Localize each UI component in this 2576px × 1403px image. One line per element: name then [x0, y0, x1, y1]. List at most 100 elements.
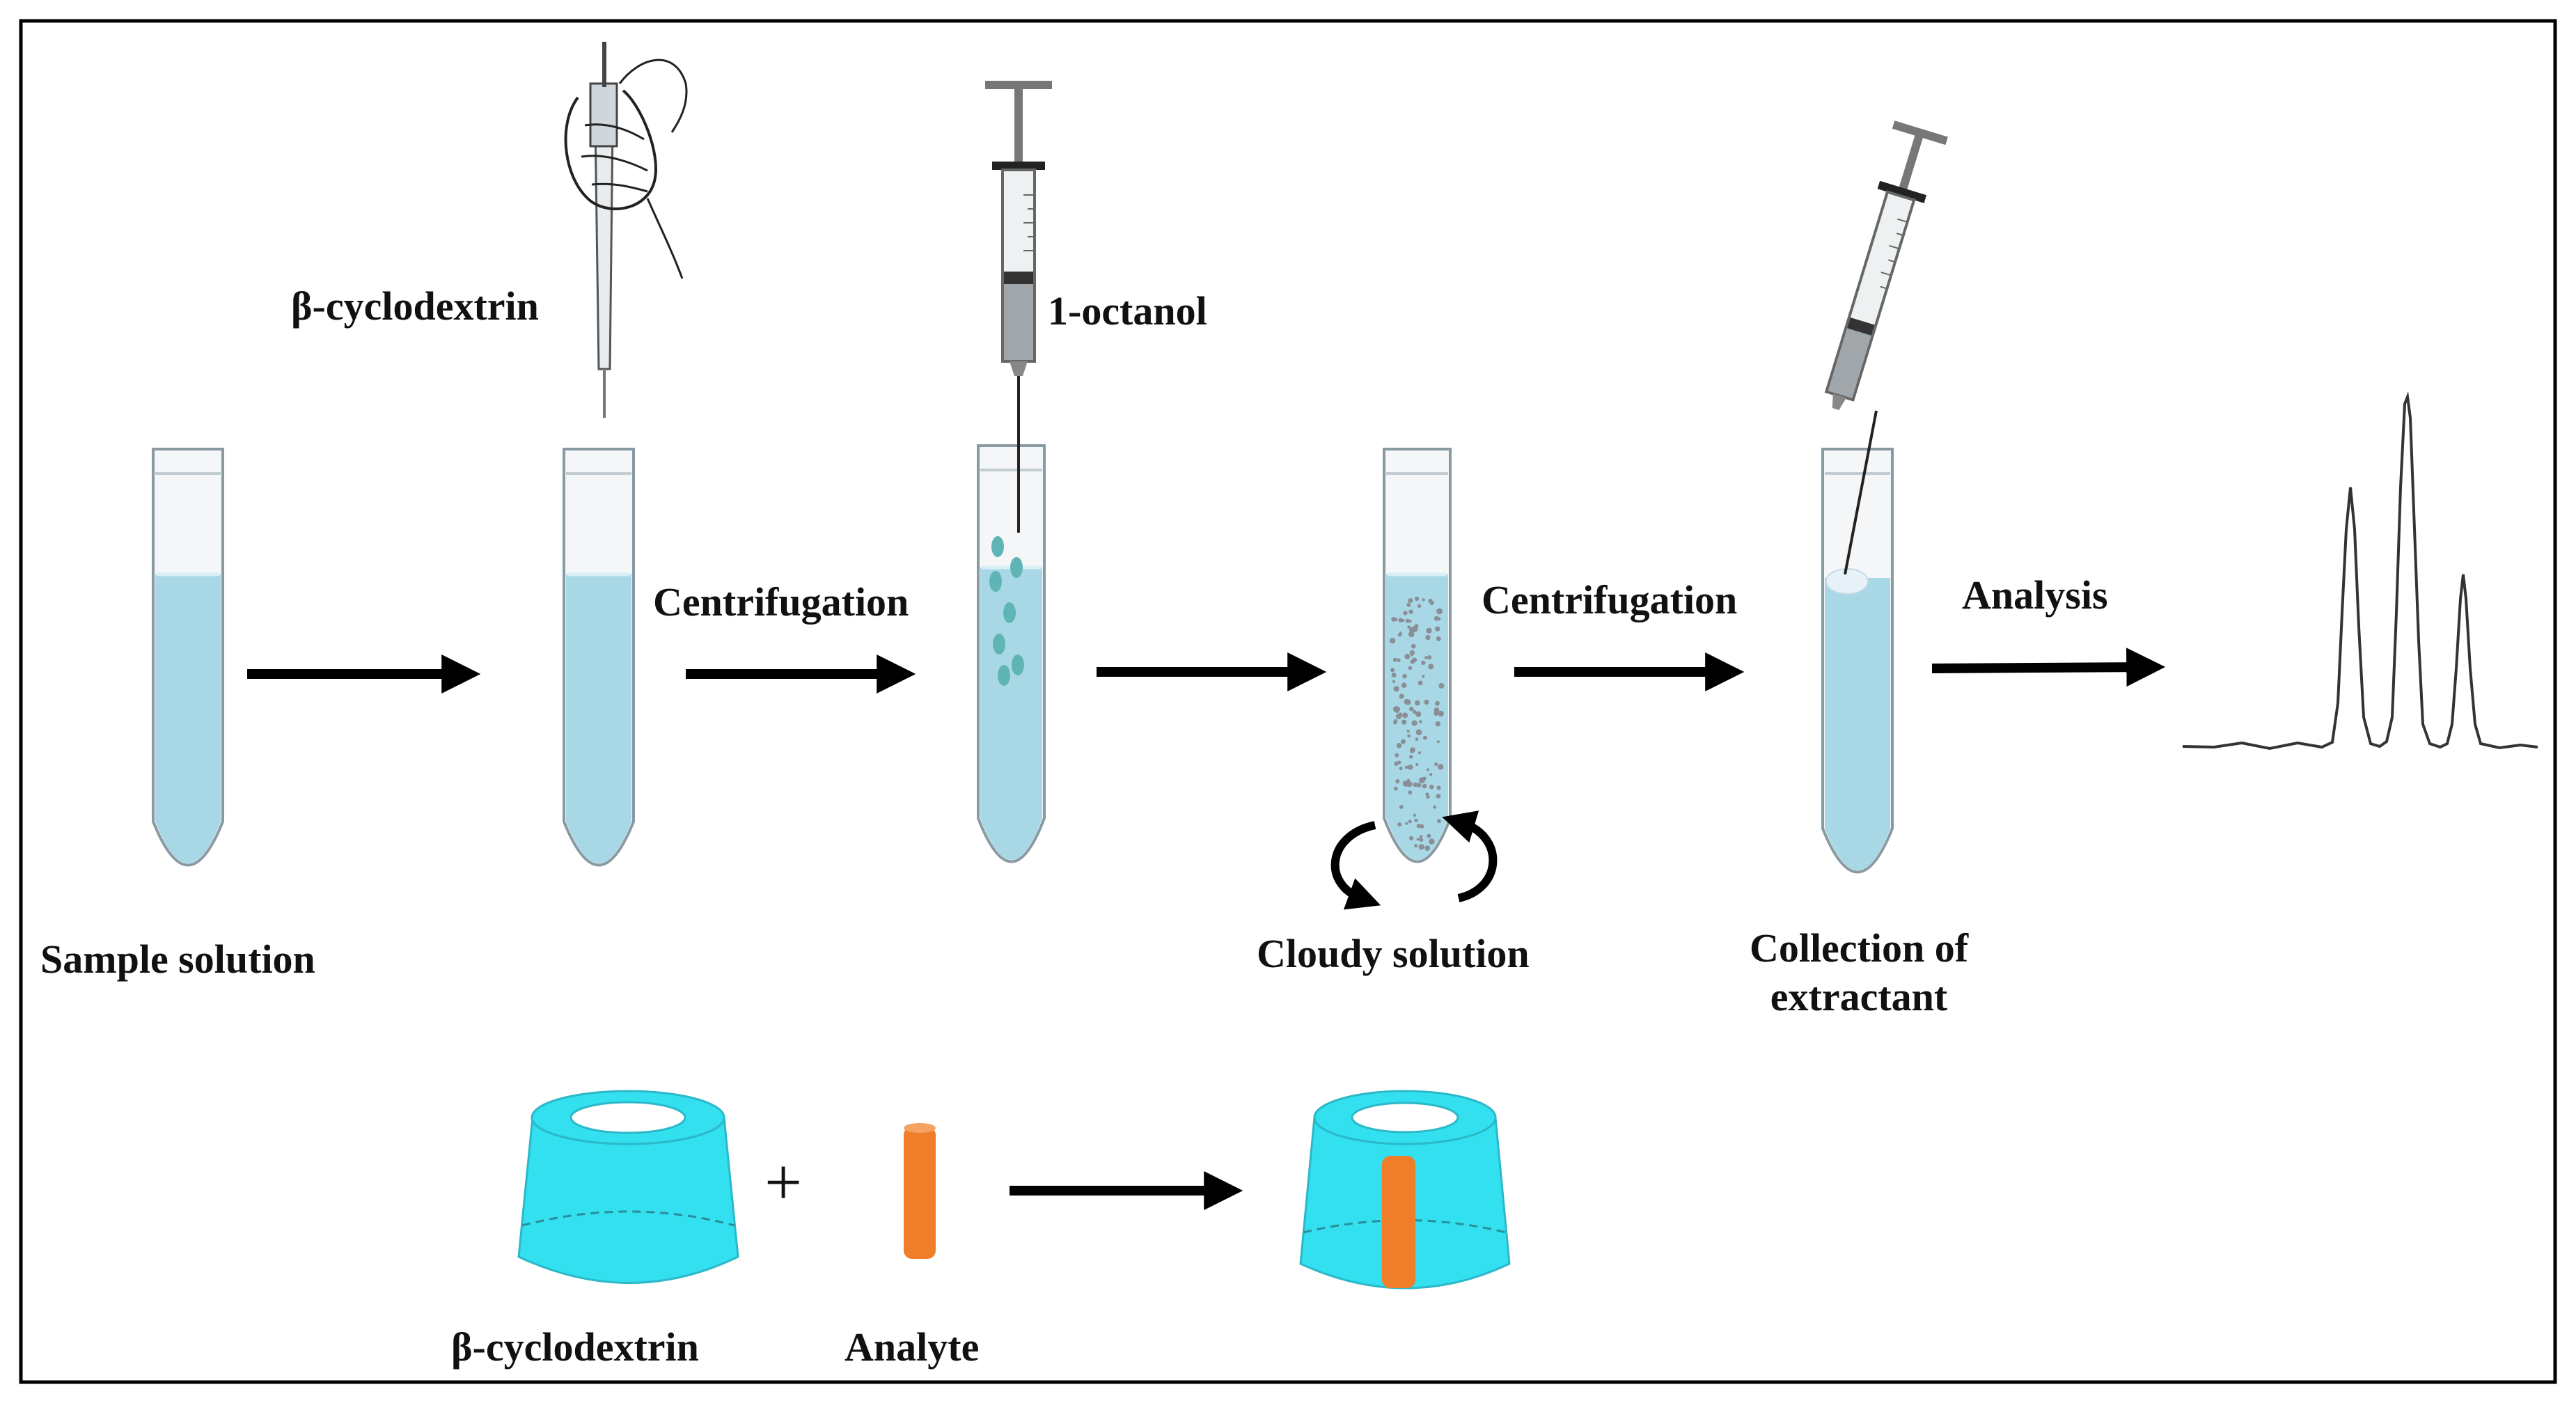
cloudy-particle — [1393, 686, 1399, 692]
cloudy-particle — [1428, 664, 1434, 670]
cloudy-particle — [1401, 719, 1407, 725]
cloudy-particle — [1393, 786, 1398, 791]
cloudy-particle — [1411, 643, 1416, 649]
cloudy-particle — [1427, 833, 1431, 838]
cloudy-particle — [1402, 712, 1408, 719]
cloudy-particle — [1416, 824, 1421, 829]
cloudy-particle — [1409, 755, 1413, 759]
label-beta-cyclodextrin-top: β-cyclodextrin — [291, 283, 539, 329]
cloudy-particle — [1429, 600, 1434, 606]
cloudy-particle — [1406, 602, 1411, 607]
cloudy-particle — [1415, 737, 1419, 742]
cloudy-particle — [1405, 822, 1408, 825]
cloudy-particle — [1420, 824, 1424, 829]
cloudy-particle — [1414, 844, 1418, 848]
cloudy-particle — [1435, 626, 1440, 632]
cloudy-particle — [1414, 624, 1419, 629]
label-analyte: Analyte — [845, 1324, 980, 1370]
cloudy-particle — [1397, 822, 1402, 827]
cloudy-particle — [1422, 598, 1425, 602]
cloudy-particle — [1422, 783, 1427, 789]
cloudy-particle — [1436, 740, 1440, 744]
tube-collection-extractant — [1821, 448, 1894, 874]
cloudy-particle — [1425, 792, 1429, 797]
cloudy-particle — [1395, 753, 1399, 758]
label-sample-solution: Sample solution — [40, 936, 315, 982]
cloudy-particle — [1429, 773, 1433, 776]
figure-border — [19, 19, 2557, 1384]
cloudy-particle — [1390, 668, 1395, 673]
cloudy-particle — [1435, 721, 1440, 727]
cloudy-particle — [1435, 700, 1440, 706]
label-collection: Collection of extractant — [1720, 924, 1998, 1021]
cloudy-particle — [1429, 838, 1435, 845]
cloudy-particle — [1408, 620, 1412, 623]
label-collection-line1: Collection of — [1749, 925, 1969, 971]
cloudy-particle — [1438, 710, 1444, 717]
cloudy-particle — [1437, 617, 1441, 621]
cloudy-particle — [1408, 790, 1413, 795]
cloudy-particle — [1395, 779, 1400, 784]
analyte-icon — [904, 1123, 936, 1259]
arrow-step-5 — [1931, 648, 2166, 687]
cloudy-particle — [1401, 739, 1406, 744]
cloudy-particle — [1438, 764, 1444, 770]
cloudy-particle — [1408, 820, 1412, 824]
label-collection-line2: extractant — [1770, 973, 1948, 1019]
cloudy-particle — [1399, 693, 1404, 699]
tube-cloudy-solution — [1383, 448, 1452, 863]
cloudy-particle — [1424, 699, 1429, 705]
cloudy-particle — [1397, 658, 1401, 663]
cloudy-particle — [1408, 631, 1415, 638]
pipette-with-hand-icon — [564, 42, 688, 418]
cloudy-particle — [1414, 818, 1418, 822]
cloudy-particle — [1424, 845, 1431, 851]
cloudy-particle — [1419, 835, 1423, 838]
cloudy-particle — [1427, 655, 1432, 659]
cloudy-particle — [1412, 721, 1417, 726]
tube-after-cyclodextrin — [563, 448, 635, 867]
cloudy-particle — [1399, 805, 1404, 809]
tube-sample-solution — [152, 448, 224, 867]
cloudy-particle — [1436, 636, 1441, 641]
cloudy-particle — [1423, 735, 1427, 740]
cyclodextrin-cone-icon — [517, 1090, 739, 1284]
cloudy-particle — [1416, 783, 1422, 787]
label-centrifugation-1: Centrifugation — [653, 579, 909, 625]
cloudy-particle — [1417, 680, 1423, 686]
cloudy-particle — [1398, 712, 1403, 717]
cloudy-particle — [1419, 720, 1422, 723]
cloudy-particle — [1391, 673, 1397, 677]
cloudy-particle — [1412, 710, 1417, 714]
rotation-arrows-icon — [1330, 810, 1498, 910]
cloudy-particle — [1404, 653, 1411, 659]
cloudy-particle — [1416, 838, 1420, 841]
cloudy-particle — [1415, 596, 1420, 602]
cloudy-particle — [1434, 712, 1438, 716]
cloudy-particle — [1408, 666, 1413, 671]
cloudy-particle — [1417, 751, 1421, 755]
cloudy-particle — [1425, 634, 1431, 641]
cloudy-particle — [1397, 633, 1402, 637]
plus-sign: + — [764, 1145, 803, 1219]
cloudy-particle — [1436, 794, 1441, 799]
cloudy-particle — [1406, 729, 1410, 733]
extractant-droplet — [1825, 568, 1869, 595]
cloudy-particle — [1410, 659, 1415, 664]
cloudy-particle — [1392, 680, 1396, 684]
cloudy-particle — [1415, 729, 1422, 736]
cloudy-particle — [1397, 760, 1401, 765]
cloudy-particle — [1393, 706, 1399, 712]
label-cloudy-solution: Cloudy solution — [1257, 931, 1530, 976]
label-centrifugation-2: Centrifugation — [1482, 577, 1738, 622]
cloudy-particle — [1433, 805, 1437, 809]
label-analysis: Analysis — [1962, 572, 2108, 618]
syringe-needle — [1844, 410, 1878, 575]
cloudy-particle — [1415, 762, 1419, 767]
cloudy-particle — [1413, 813, 1417, 817]
inclusion-complex-icon — [1299, 1090, 1511, 1290]
cloudy-particle — [1434, 762, 1438, 767]
cloudy-particle — [1401, 618, 1405, 622]
cloudy-particle — [1434, 707, 1440, 713]
cloudy-particle — [1406, 778, 1411, 783]
